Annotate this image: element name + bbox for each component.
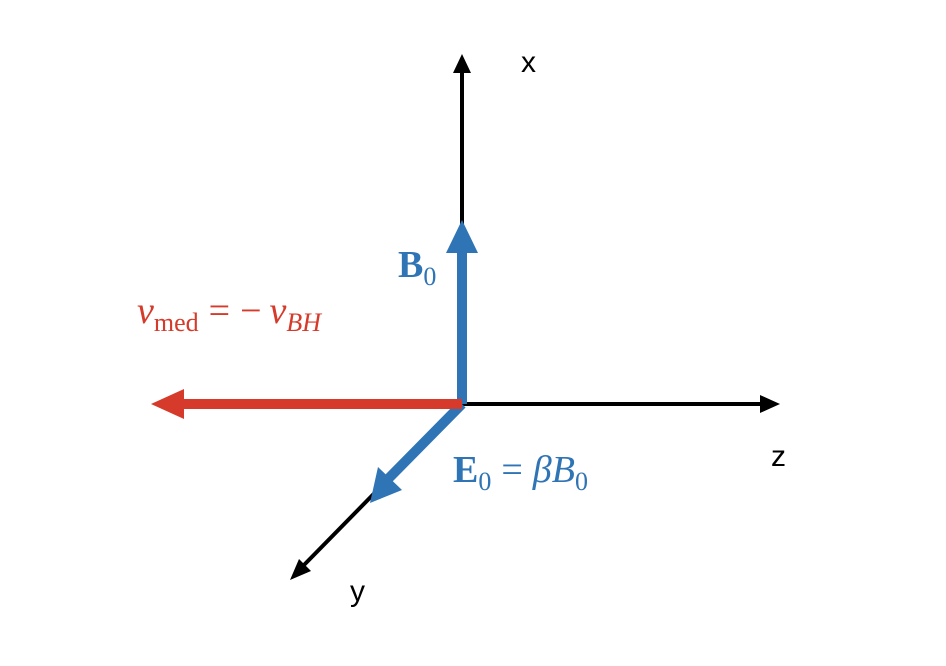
- y-axis-label: y: [350, 575, 365, 608]
- e-field-rhs-subscript: 0: [575, 467, 588, 496]
- medium-velocity-vector: [151, 389, 462, 419]
- e-field-beta: β: [532, 449, 552, 491]
- medium-velocity-label: vmed=−vBH: [137, 290, 322, 337]
- e-field-symbol: E: [453, 449, 478, 491]
- axes: [290, 54, 780, 580]
- z-axis-label: z: [771, 440, 786, 473]
- z-axis-arrowhead: [760, 395, 780, 413]
- e-field-arrowhead: [370, 467, 402, 503]
- e-field-subscript: 0: [478, 467, 491, 496]
- medium-velocity-subscript: med: [154, 308, 199, 337]
- x-axis-arrowhead: [453, 54, 471, 73]
- e-field-rhs-symbol: B: [552, 449, 575, 491]
- b-field-vector: [446, 220, 478, 404]
- medium-velocity-arrowhead: [151, 389, 184, 419]
- e-field-equals: =: [501, 449, 522, 491]
- medium-velocity-minus: −: [240, 290, 261, 332]
- y-axis-arrowhead: [290, 559, 311, 580]
- b-field-symbol: B: [398, 244, 423, 286]
- medium-velocity-equals: =: [209, 290, 230, 332]
- b-field-subscript: 0: [423, 262, 436, 291]
- e-field-shaft: [385, 400, 466, 482]
- medium-velocity-rhs-symbol: v: [270, 290, 287, 332]
- medium-velocity-rhs-subscript: BH: [286, 308, 322, 337]
- b-field-label: B0: [398, 244, 436, 291]
- x-axis-label: x: [521, 46, 536, 79]
- e-field-vector: [370, 400, 466, 503]
- medium-velocity-symbol: v: [137, 290, 154, 332]
- e-field-label: E0=βB0: [453, 449, 588, 496]
- b-field-arrowhead: [446, 220, 478, 253]
